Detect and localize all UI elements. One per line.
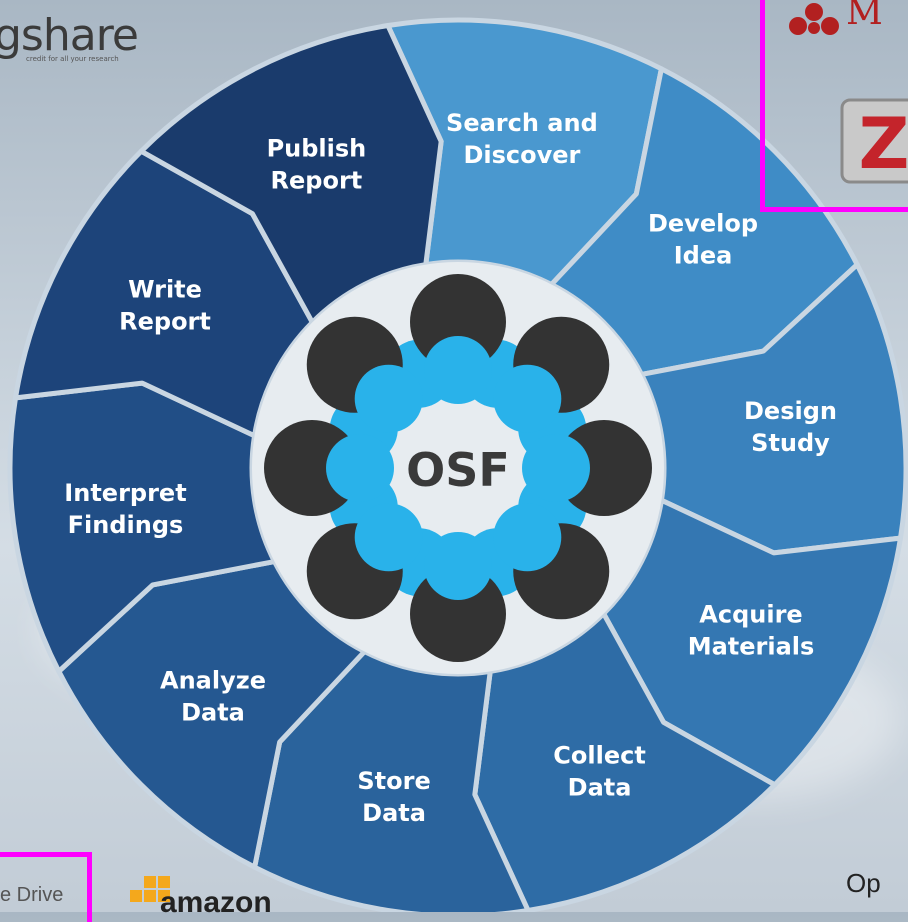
mendeley-logo-text: M (846, 0, 883, 33)
zotero-icon: Z (840, 98, 908, 185)
osf-node-light (493, 364, 562, 433)
mendeley-icon (789, 3, 839, 35)
google-drive-logo-text: e Drive (0, 884, 64, 906)
osf-node-light (424, 532, 492, 600)
osf-node-light (354, 364, 423, 433)
osf-node-light (493, 503, 562, 572)
osf-center-label: OSF (406, 443, 510, 497)
figshare-logo-text: gshare (0, 10, 139, 61)
integrations-highlight-box-bottom (0, 852, 92, 922)
cropped-caption-text: Op (846, 868, 881, 898)
integrations-highlight-box-top (760, 0, 908, 212)
osf-node-light (522, 434, 590, 502)
figshare-tagline: credit for all your research (26, 55, 119, 63)
amazon-web-services-icon (130, 876, 170, 902)
osf-node-light (354, 503, 423, 572)
osf-node-light (326, 434, 394, 502)
osf-node-light (424, 336, 492, 404)
wheel-segments (7, 17, 908, 912)
amazon-logo-text: amazon (160, 886, 272, 919)
figshare-logo: gshare credit for all your research (0, 10, 139, 63)
osf-hub-graphic (264, 274, 652, 662)
zotero-letter: Z (859, 103, 908, 185)
